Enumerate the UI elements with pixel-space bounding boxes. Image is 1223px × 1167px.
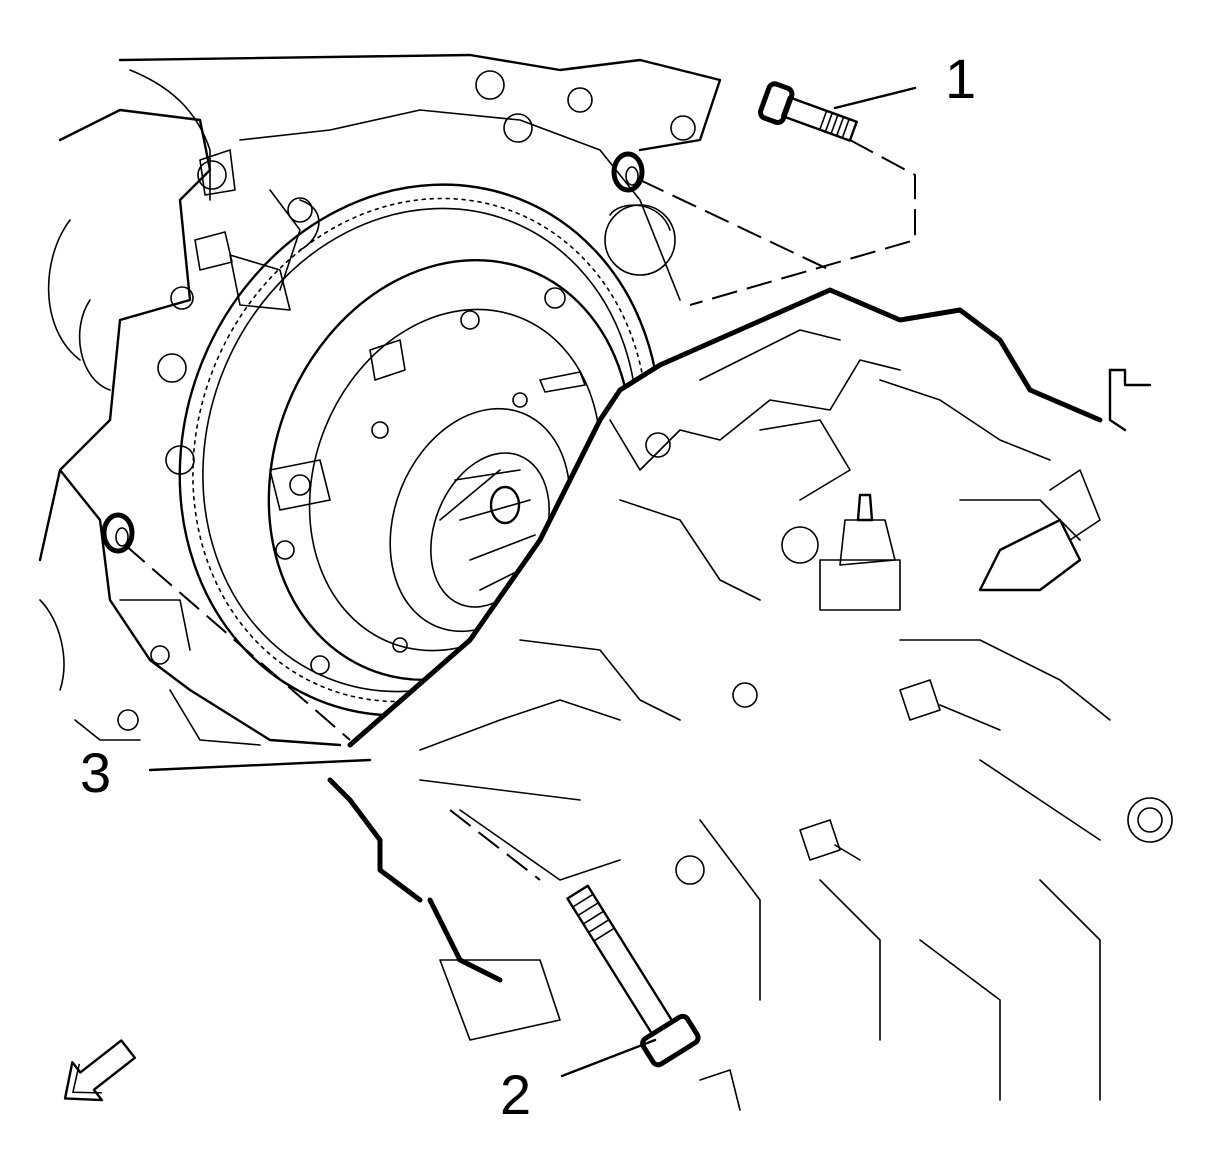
callout-label-3: 3 bbox=[80, 741, 111, 804]
alignment-lines bbox=[124, 139, 916, 881]
dowel-sleeve-upper bbox=[611, 151, 645, 193]
transmission-housing bbox=[327, 287, 1173, 1111]
engine-block bbox=[38, 53, 722, 747]
bolt-1 bbox=[751, 81, 858, 142]
callout-label-2: 2 bbox=[500, 1063, 531, 1126]
callout-label-1: 1 bbox=[945, 47, 976, 110]
arrow-left-down-icon bbox=[63, 1039, 137, 1102]
leader-line-1 bbox=[833, 86, 917, 110]
leader-line-2 bbox=[560, 1038, 657, 1078]
leader-line-3 bbox=[148, 758, 372, 772]
bolt-2 bbox=[566, 884, 701, 1068]
dowel-sleeve-lower bbox=[101, 512, 135, 554]
